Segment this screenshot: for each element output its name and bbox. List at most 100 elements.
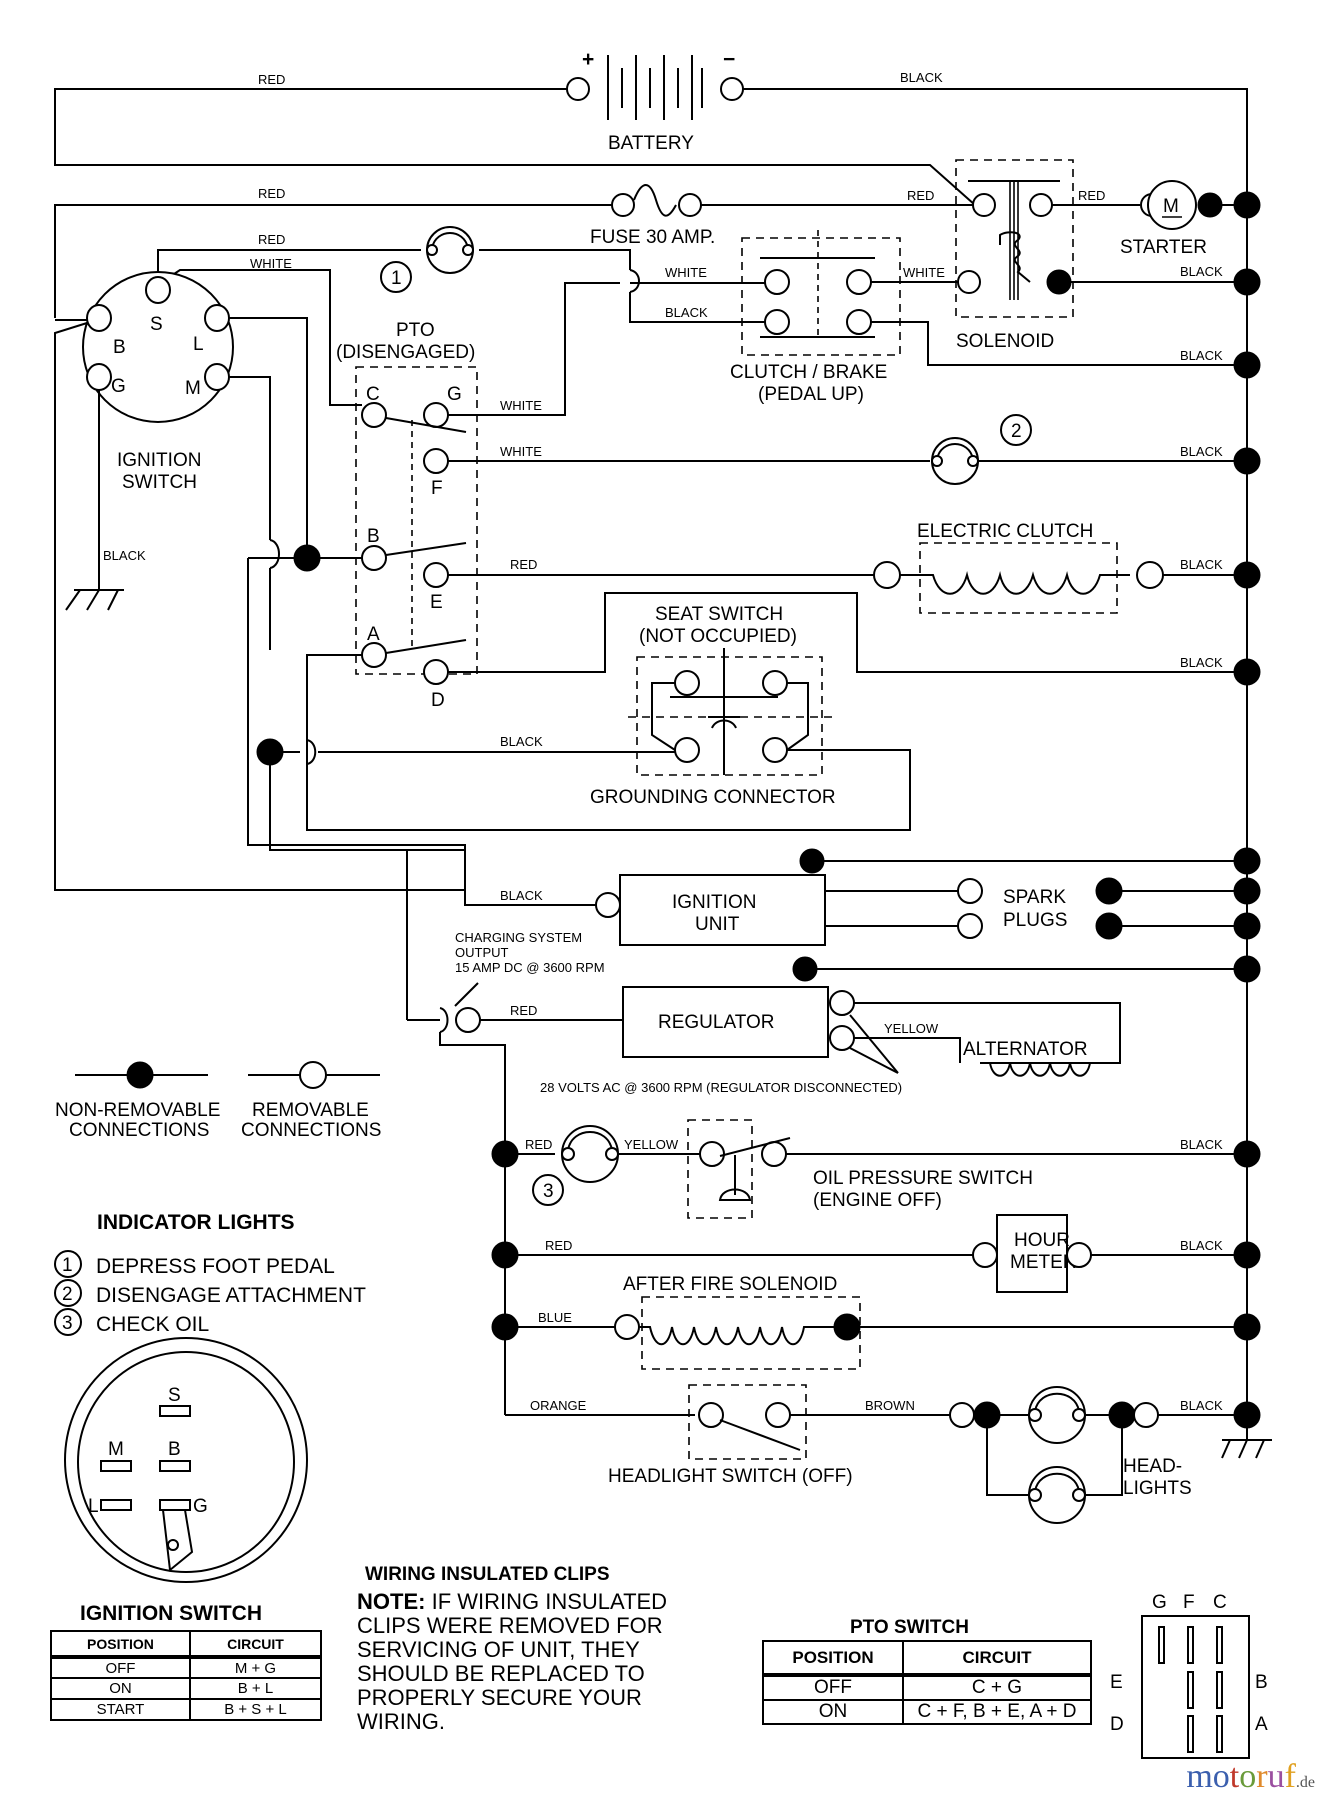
wire-label: RED: [1078, 188, 1105, 203]
table-header: CIRCUIT: [188, 1630, 323, 1658]
grounding-connector-label: GROUNDING CONNECTOR: [590, 787, 836, 808]
terminal-label: M: [108, 1439, 124, 1460]
terminal-label: E: [430, 592, 443, 613]
pto-switch-face: G F C E D B A: [1110, 1592, 1268, 1759]
wire-label: WHITE: [500, 444, 542, 459]
wire-label: BROWN: [865, 1398, 915, 1413]
terminal-label: S: [150, 314, 163, 335]
headlight-switch: [688, 1384, 807, 1460]
wire-label: RED: [525, 1137, 552, 1152]
ground-icon: [65, 589, 124, 611]
headlights-label-2: LIGHTS: [1123, 1478, 1192, 1499]
terminal-label: G: [447, 384, 462, 405]
ac-voltage-note: 28 VOLTS AC @ 3600 RPM (REGULATOR DISCON…: [540, 1080, 902, 1095]
pto-switch: C G F B E A D: [355, 366, 478, 711]
terminal-label: D: [1110, 1714, 1124, 1735]
table-row: OFF C + G: [762, 1674, 1092, 1701]
after-fire-solenoid-label: AFTER FIRE SOLENOID: [623, 1274, 837, 1295]
table-row: OFF M + G: [50, 1656, 323, 1679]
battery-circuit: + − BATTERY RED BLACK: [54, 48, 1248, 206]
clutch-brake-label-1: CLUTCH / BRAKE: [730, 362, 887, 383]
ignition-switch-label-1: IGNITION: [117, 450, 201, 471]
terminal-label: G: [193, 1496, 208, 1517]
terminal-label: C: [1213, 1592, 1227, 1613]
indicator-number-1-icon: [380, 261, 412, 293]
wire-label: BLACK: [665, 305, 708, 320]
electric-clutch: [873, 542, 1164, 614]
motor-symbol: M: [1163, 196, 1179, 217]
note-line: SERVICING OF UNIT, THEY: [357, 1637, 640, 1662]
terminal-label: B: [113, 337, 126, 358]
indicator-light-1: [426, 226, 474, 274]
battery-minus: −: [723, 48, 735, 71]
wire-label: WHITE: [665, 265, 707, 280]
table-cell: START: [50, 1698, 191, 1721]
ignition-switch-table: POSITION CIRCUIT OFF M + G ON B + L STAR…: [50, 1630, 323, 1721]
indicator-number: 2: [1011, 421, 1022, 442]
after-fire-solenoid: [614, 1296, 861, 1370]
ground-icon: [1221, 1415, 1272, 1459]
wire-label: RED: [510, 1003, 537, 1018]
terminal-label: B: [367, 526, 380, 547]
terminal-label: A: [367, 624, 380, 645]
table-cell: M + G: [188, 1656, 323, 1679]
indicator-num: 2: [62, 1284, 73, 1305]
headlights-label-1: HEAD-: [1123, 1456, 1182, 1477]
starter-label: STARTER: [1120, 237, 1207, 258]
note-line: SHOULD BE REPLACED TO: [357, 1661, 645, 1686]
headlight-icon: [1028, 1386, 1086, 1444]
wm-letter: o: [1239, 1758, 1257, 1795]
wire-label: BLACK: [1180, 264, 1223, 279]
terminal-label: B: [168, 1439, 181, 1460]
terminal-label: E: [1110, 1672, 1123, 1693]
indicator-number: 1: [391, 268, 402, 289]
seat-switch: [628, 648, 832, 776]
pto-switch-table: POSITION CIRCUIT OFF C + G ON C + F, B +…: [762, 1640, 1092, 1725]
table-cell: B + L: [188, 1677, 323, 1700]
wire-label: BLACK: [1180, 1137, 1223, 1152]
wire-label: BLACK: [500, 888, 543, 903]
terminal-label: S: [168, 1385, 181, 1406]
pto-label-1: PTO: [396, 320, 435, 341]
terminal-label: F: [431, 478, 443, 499]
fuse-label: FUSE 30 AMP.: [590, 227, 715, 248]
wm-letter: u: [1267, 1758, 1285, 1795]
wire-label: BLACK: [500, 734, 543, 749]
legend-removable: [248, 1061, 380, 1089]
clips-note: NOTE: IF WIRING INSULATED CLIPS WERE REM…: [357, 1590, 667, 1734]
charging-note: 15 AMP DC @ 3600 RPM: [455, 960, 605, 975]
table-row: ON C + F, B + E, A + D: [762, 1699, 1092, 1725]
battery-icon: [607, 55, 703, 120]
indicator-number: 3: [543, 1181, 554, 1202]
hour-meter-label-2: METER: [1010, 1252, 1077, 1273]
wire-label: WHITE: [500, 398, 542, 413]
wm-letter: t: [1229, 1758, 1240, 1795]
wire-label: BLACK: [900, 70, 943, 85]
hour-meter: [996, 1214, 1068, 1293]
table-row: ON B + L: [50, 1677, 323, 1700]
table-cell: B + S + L: [188, 1698, 323, 1721]
ignition-unit-label-2: UNIT: [695, 914, 740, 935]
wire-label: BLUE: [538, 1310, 572, 1325]
table-cell: ON: [762, 1699, 904, 1725]
wire-label: ORANGE: [530, 1398, 587, 1413]
starter-motor-icon: M: [1140, 180, 1247, 230]
indicator-list: 1 DEPRESS FOOT PEDAL 2 DISENGAGE ATTACHM…: [54, 1250, 366, 1336]
wm-letter: m: [1186, 1758, 1213, 1795]
wire-label: RED: [258, 232, 285, 247]
wm-letter: o: [1212, 1758, 1230, 1795]
indicator-light-2: [931, 437, 979, 485]
indicator-lights-title: INDICATOR LIGHTS: [97, 1211, 295, 1234]
terminal-label: F: [1183, 1592, 1195, 1613]
table-cell: ON: [50, 1677, 191, 1700]
solenoid-label: SOLENOID: [956, 331, 1054, 352]
table-header: POSITION: [762, 1640, 904, 1676]
note-label: NOTE:: [357, 1589, 426, 1614]
wire-label: BLACK: [103, 548, 146, 563]
fuse-icon: [611, 184, 702, 217]
terminal-label: B: [1255, 1672, 1268, 1693]
note-line: IF WIRING INSULATED: [431, 1589, 668, 1614]
terminal-label: C: [366, 384, 380, 405]
wire-label: YELLOW: [624, 1137, 679, 1152]
indicator-num: 3: [62, 1313, 73, 1334]
